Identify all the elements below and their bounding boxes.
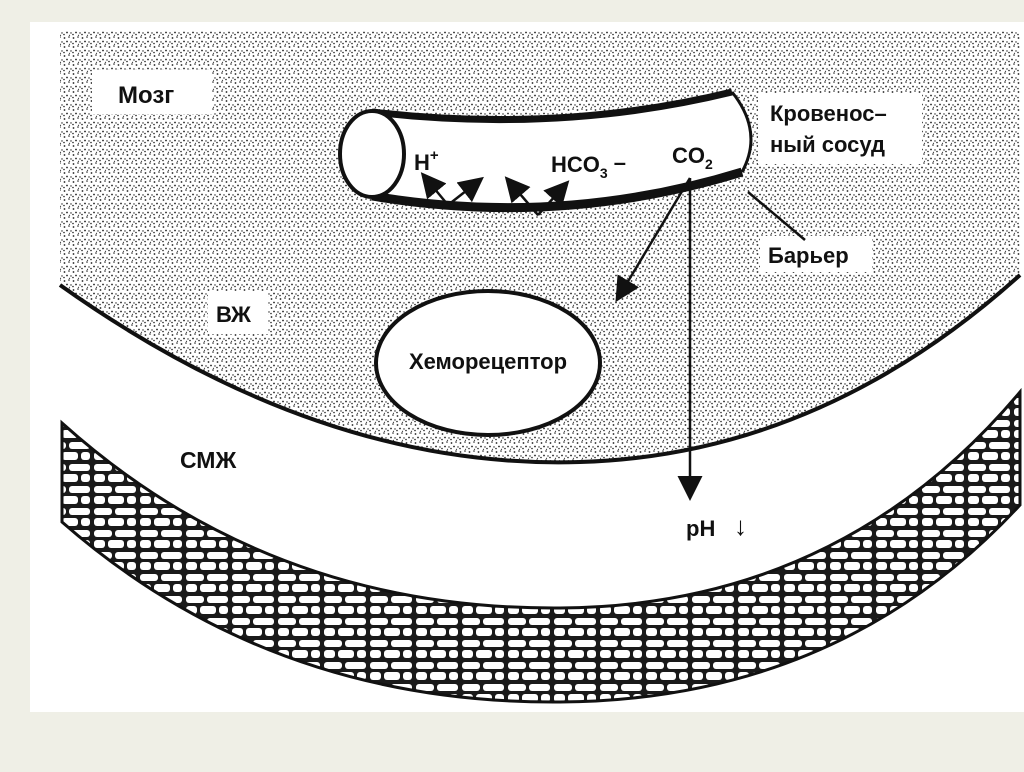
vessel-label-box — [758, 94, 922, 164]
h-ion-label: H+ — [414, 147, 439, 175]
bicarb-text: HCO — [551, 152, 600, 177]
vessel-label-line1: Кровенос– — [770, 101, 887, 126]
chemoreceptor-label: Хеморецептор — [409, 349, 567, 374]
ph-label: pH — [686, 516, 715, 541]
h-ion-arrow-in — [420, 172, 449, 206]
brain-boundary — [58, 273, 1022, 465]
brain-label: Мозг — [118, 82, 174, 109]
brain-label-box — [92, 70, 212, 114]
co2-subscript: 2 — [705, 156, 713, 172]
csf-label: СМЖ — [180, 447, 236, 473]
vessel-end-cap — [730, 91, 753, 173]
h-ion-text: H — [414, 150, 430, 175]
cell-layer — [60, 387, 1022, 704]
h-ion-charge: + — [430, 147, 439, 164]
ph-text: pH — [686, 516, 715, 541]
bicarb-arrow-in — [504, 176, 539, 216]
barrier-pointer — [747, 191, 806, 241]
isf-label: ВЖ — [216, 302, 251, 327]
bicarb-subscript: 3 — [600, 165, 608, 181]
bicarb-label: HCO3– — [551, 150, 626, 181]
bicarb-arrow-out — [537, 180, 570, 216]
co2-text: CO — [672, 143, 705, 168]
barrier-label: Барьер — [768, 243, 849, 268]
h-ion-arrow-out — [447, 176, 484, 206]
bicarb-charge: – — [614, 150, 626, 175]
chemoreceptor-cell — [374, 289, 602, 437]
barrier-label-box — [760, 236, 872, 272]
vessel-opening — [338, 109, 406, 199]
isf-label-box — [208, 292, 268, 334]
vessel-upper-wall — [371, 88, 733, 124]
vessel-label-line2: ный сосуд — [770, 132, 885, 157]
co2-label: CO2 — [672, 143, 713, 172]
co2-arrow-to-isf — [615, 177, 692, 303]
ph-down-arrow: ↓ — [734, 511, 747, 541]
